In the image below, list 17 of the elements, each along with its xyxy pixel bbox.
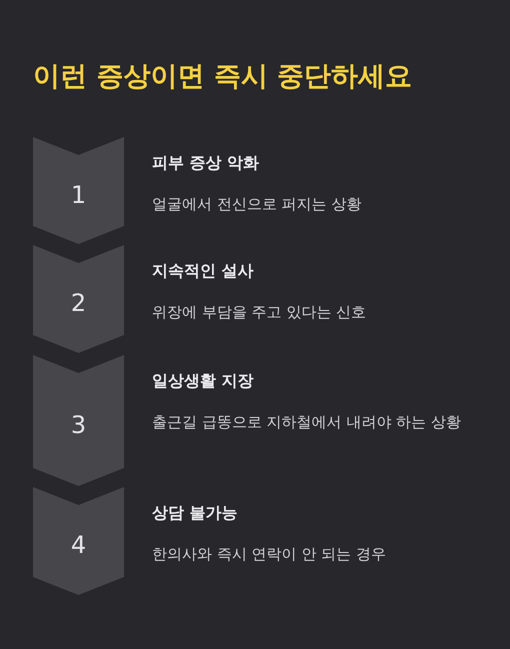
- chevron-step: [33, 355, 124, 486]
- step-number: 1: [70, 180, 86, 208]
- step-description: 출근길 급똥으로 지하철에서 내려야 하는 상황: [152, 412, 462, 433]
- step-heading: 일상생활 지장: [152, 371, 254, 392]
- step-heading: 지속적인 설사: [152, 261, 254, 282]
- chevron-step: [33, 487, 124, 595]
- step-number: 2: [70, 289, 86, 317]
- title: 이런 증상이면 즉시 중단하세요: [33, 60, 412, 94]
- step-number: 3: [70, 410, 86, 438]
- chevron-step: [33, 245, 124, 353]
- step-heading: 상담 불가능: [152, 503, 238, 524]
- step-heading: 피부 증상 악화: [152, 153, 260, 174]
- step-description: 한의사와 즉시 연락이 안 되는 경우: [152, 544, 387, 565]
- step-description: 얼굴에서 전신으로 퍼지는 상황: [152, 194, 362, 215]
- chevron-step: [33, 137, 124, 244]
- step-number: 4: [70, 531, 86, 559]
- step-description: 위장에 부담을 주고 있다는 신호: [152, 302, 368, 323]
